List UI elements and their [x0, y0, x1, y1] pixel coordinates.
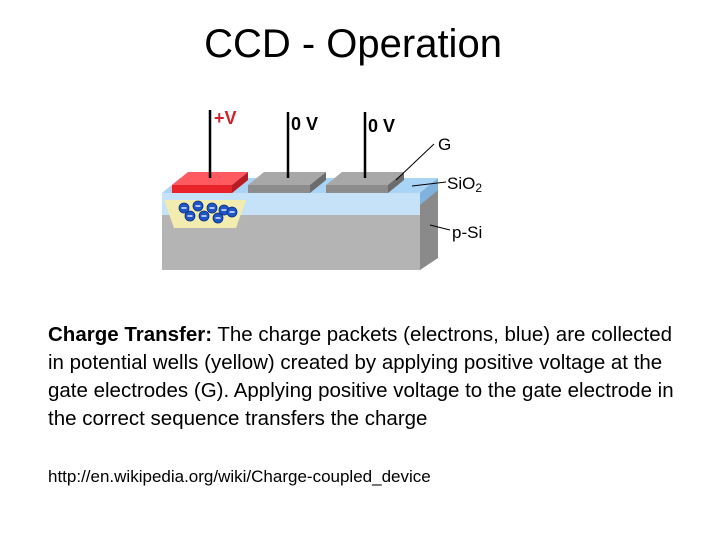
gate-inactive-1 [248, 172, 326, 193]
gate-active [172, 172, 248, 193]
slide-title: CCD - Operation [204, 22, 502, 66]
oxide-label: SiO2 [447, 174, 482, 195]
caption-text: The charge packets (electrons, blue) are… [48, 323, 674, 430]
gate-leader [395, 143, 435, 181]
gate-inactive-2 [326, 172, 404, 193]
electron-group [178, 200, 238, 224]
caption: Charge Transfer: The charge packets (ele… [48, 321, 688, 433]
oxide-right-face [420, 178, 438, 205]
substrate-leader [429, 224, 451, 231]
oxide-leader [411, 181, 447, 187]
gate-voltage-1: +V [214, 108, 237, 128]
ccd-diagram: +V 0 V 0 V G SiO2 p-Si [162, 108, 482, 270]
substrate-right-face [420, 185, 438, 270]
gate-label: G [438, 135, 451, 154]
source-link[interactable]: http://en.wikipedia.org/wiki/Charge-coup… [48, 467, 431, 486]
gate-voltage-2: 0 V [291, 114, 318, 134]
substrate-label: p-Si [452, 223, 482, 242]
gate-voltage-3: 0 V [368, 116, 395, 136]
caption-lead: Charge Transfer: [48, 323, 213, 346]
